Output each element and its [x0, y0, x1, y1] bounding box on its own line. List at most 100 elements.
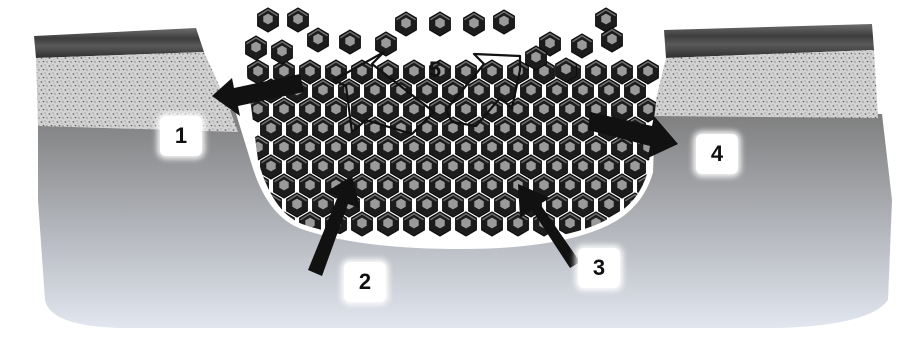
label-1: 1 [160, 116, 202, 156]
particle [599, 193, 620, 217]
particle [508, 212, 529, 236]
particle [456, 174, 477, 198]
particle [417, 117, 438, 141]
particle [288, 8, 309, 32]
particle [376, 32, 397, 56]
particle [300, 136, 321, 160]
particle [417, 155, 438, 179]
particle [308, 28, 329, 52]
particle [391, 155, 412, 179]
particle [272, 40, 293, 64]
right-gravel-layer [652, 50, 878, 118]
particle [508, 98, 529, 122]
particle [340, 30, 361, 54]
particle [482, 136, 503, 160]
particle [300, 174, 321, 198]
particle [599, 79, 620, 103]
particle [469, 155, 490, 179]
label-3: 3 [578, 248, 620, 288]
particle [352, 98, 373, 122]
particle [547, 193, 568, 217]
particle [443, 117, 464, 141]
particle [287, 193, 308, 217]
particle [560, 136, 581, 160]
particle [469, 193, 490, 217]
particle [430, 136, 451, 160]
particle [287, 117, 308, 141]
particle [612, 174, 633, 198]
particle [430, 174, 451, 198]
particle [625, 79, 646, 103]
particle [586, 136, 607, 160]
particle [456, 212, 477, 236]
particle [494, 10, 515, 34]
particle [326, 136, 347, 160]
particle [586, 60, 607, 84]
particle [482, 98, 503, 122]
particle [573, 193, 594, 217]
particle [534, 98, 555, 122]
particle [404, 136, 425, 160]
particle [456, 136, 477, 160]
particle [456, 98, 477, 122]
particle [261, 155, 282, 179]
particle [573, 155, 594, 179]
particle [378, 98, 399, 122]
particle [495, 117, 516, 141]
particle [378, 212, 399, 236]
particle [339, 155, 360, 179]
particle [572, 34, 593, 58]
particle [274, 136, 295, 160]
particle [352, 136, 373, 160]
particle [313, 117, 334, 141]
particle [638, 60, 659, 84]
particle [365, 79, 386, 103]
particle [430, 12, 451, 36]
particle [300, 98, 321, 122]
left-gravel-layer [36, 52, 238, 132]
label-4: 4 [696, 134, 738, 174]
particle [313, 79, 334, 103]
particle [521, 155, 542, 179]
particle [378, 174, 399, 198]
particle [313, 193, 334, 217]
particle [274, 174, 295, 198]
particle [469, 117, 490, 141]
particle [456, 60, 477, 84]
label-5: 5 [414, 50, 456, 90]
particle [352, 212, 373, 236]
particle [300, 60, 321, 84]
particle [560, 98, 581, 122]
particle [430, 212, 451, 236]
particle [391, 193, 412, 217]
particle [378, 136, 399, 160]
particle [261, 117, 282, 141]
particle [396, 12, 417, 36]
particle [274, 98, 295, 122]
particle [560, 174, 581, 198]
particle [464, 12, 485, 36]
particle [586, 174, 607, 198]
particle [417, 193, 438, 217]
particle [287, 155, 308, 179]
particle [365, 155, 386, 179]
particle [326, 98, 347, 122]
particle [443, 155, 464, 179]
particle [547, 117, 568, 141]
particle [495, 155, 516, 179]
particle [482, 212, 503, 236]
particle [469, 79, 490, 103]
particle [246, 36, 267, 60]
particle [534, 136, 555, 160]
particle [248, 60, 269, 84]
particle [573, 79, 594, 103]
particle [625, 155, 646, 179]
particle [443, 193, 464, 217]
particle [547, 155, 568, 179]
particle [547, 79, 568, 103]
particle [339, 79, 360, 103]
particle [521, 117, 542, 141]
particle [404, 212, 425, 236]
particle [313, 155, 334, 179]
particle [612, 60, 633, 84]
